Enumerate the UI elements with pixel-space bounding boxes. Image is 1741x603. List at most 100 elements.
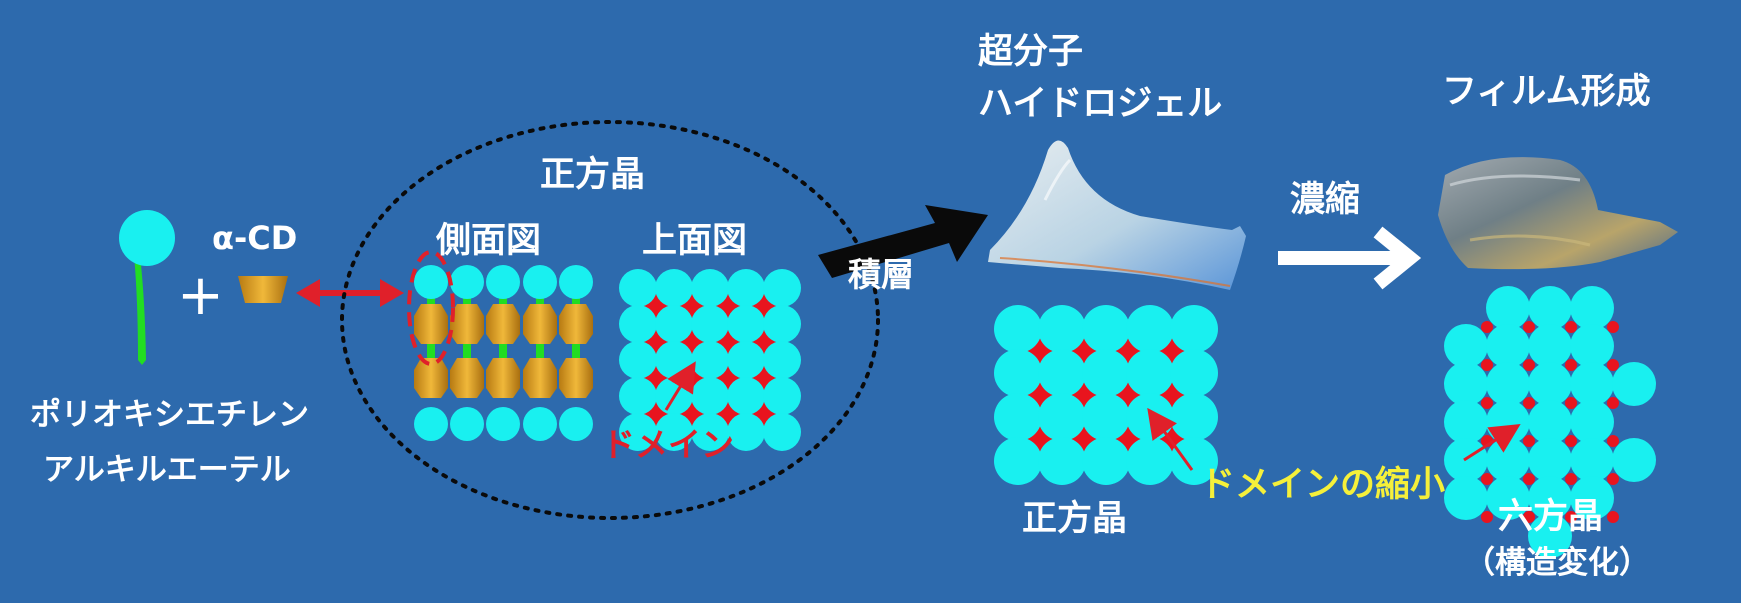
polymer-molecule-icon <box>119 210 175 365</box>
domain-dot <box>1481 359 1493 371</box>
lattice-sphere <box>994 437 1042 485</box>
domain-dot <box>1565 397 1577 409</box>
lattice-sphere <box>691 413 729 451</box>
square-crystal-dotted-circle <box>340 120 880 520</box>
side-view-column <box>486 265 520 441</box>
lattice-sphere <box>1528 400 1572 444</box>
film-formation-label: フィルム形成 <box>1442 72 1651 112</box>
lattice-sphere <box>1126 305 1174 353</box>
lattice-sphere <box>1486 324 1530 368</box>
lattice-sphere <box>1612 362 1656 406</box>
lattice-sphere <box>1486 438 1530 482</box>
cyclodextrin-ring <box>559 358 593 398</box>
domain-dot <box>1565 321 1577 333</box>
lattice-sphere <box>619 341 657 379</box>
lattice-sphere <box>619 413 657 451</box>
double-arrow-icon <box>296 279 404 307</box>
lattice-sphere <box>727 377 765 415</box>
lattice-sphere <box>1444 400 1488 444</box>
domain-dot <box>1481 511 1493 523</box>
domain-dot <box>1481 473 1493 485</box>
lattice-sphere <box>619 305 657 343</box>
concentration-arrow-icon <box>1278 226 1422 290</box>
lattice-sphere <box>1126 437 1174 485</box>
lattice-sphere <box>414 407 448 441</box>
lattice-sphere <box>1486 476 1530 520</box>
top-view-lattice <box>619 269 801 451</box>
lattice-sphere <box>727 305 765 343</box>
lattice-sphere <box>1082 437 1130 485</box>
domain-dot <box>1607 359 1619 371</box>
lattice-sphere <box>1038 393 1086 441</box>
lattice-sphere <box>1170 349 1218 397</box>
hexagonal-label-line1: 六方晶 <box>1498 497 1604 537</box>
hydrogel-label-line2: ハイドロジェル <box>978 84 1223 124</box>
lattice-sphere <box>691 341 729 379</box>
cyclodextrin-ring <box>486 358 520 398</box>
lattice-sphere <box>1444 476 1488 520</box>
lattice-sphere <box>1170 437 1218 485</box>
lattice-sphere <box>763 413 801 451</box>
lattice-sphere <box>1082 349 1130 397</box>
concentration-label: 濃縮 <box>1290 180 1361 220</box>
side-view-column <box>450 265 484 441</box>
lattice-sphere <box>1444 362 1488 406</box>
lattice-sphere <box>1570 324 1614 368</box>
lattice-sphere <box>763 377 801 415</box>
lattice-sphere <box>559 265 593 299</box>
domain-dot <box>1523 321 1535 333</box>
lattice-sphere <box>1570 362 1614 406</box>
domain-dot <box>1523 511 1535 523</box>
cyclodextrin-ring <box>414 304 448 344</box>
domain-pointer-arrow-icon <box>664 361 696 411</box>
hexagonal-label-line2: （構造変化） <box>1464 545 1650 581</box>
domain-dot <box>1565 359 1577 371</box>
hexagonal-lattice <box>1444 286 1656 558</box>
domain-dot <box>1565 473 1577 485</box>
top-view-label: 上面図 <box>642 221 748 261</box>
cyclodextrin-ring <box>450 358 484 398</box>
lattice-sphere <box>655 341 693 379</box>
lattice-sphere <box>1528 324 1572 368</box>
domain-dot <box>1565 435 1577 447</box>
domain-dot <box>1565 511 1577 523</box>
highlight-dashed-ellipse <box>407 250 455 366</box>
side-view-column <box>559 265 593 441</box>
lattice-sphere <box>691 305 729 343</box>
domain-dot <box>1523 435 1535 447</box>
cyclodextrin-ring <box>486 304 520 344</box>
domain-shrink-label: ドメインの縮小 <box>1200 465 1446 505</box>
cyclodextrin-ring <box>523 358 557 398</box>
lattice-sphere <box>1126 349 1174 397</box>
hydrogel-photo <box>988 140 1246 290</box>
lattice-sphere <box>1444 324 1488 368</box>
alpha-cd-icon <box>238 276 288 303</box>
domain-dot <box>1607 473 1619 485</box>
lattice-sphere <box>994 393 1042 441</box>
middle-square-lattice <box>994 305 1218 485</box>
domain-shrink-arrow-left-icon <box>1147 407 1194 471</box>
lattice-sphere <box>523 265 557 299</box>
lattice-sphere <box>1528 476 1572 520</box>
lattice-sphere <box>450 407 484 441</box>
lattice-sphere <box>727 341 765 379</box>
lattice-sphere <box>1570 438 1614 482</box>
stacking-arrow-icon <box>818 205 988 278</box>
lattice-sphere <box>1170 305 1218 353</box>
stacking-label: 積層 <box>848 255 914 294</box>
lattice-sphere <box>763 305 801 343</box>
domain-dot <box>1607 321 1619 333</box>
polymer-label-line1: ポリオキシエチレン <box>30 397 309 433</box>
lattice-sphere <box>414 265 448 299</box>
lattice-sphere <box>994 305 1042 353</box>
side-view-column <box>523 265 557 441</box>
plus-sign: + <box>177 263 224 328</box>
domain-dot <box>1481 321 1493 333</box>
lattice-sphere <box>994 349 1042 397</box>
lattice-sphere <box>763 341 801 379</box>
lattice-sphere <box>655 413 693 451</box>
lattice-sphere <box>655 269 693 307</box>
lattice-sphere <box>655 305 693 343</box>
alpha-cd-label: α-CD <box>212 219 298 257</box>
domain-label: ドメイン <box>602 425 734 464</box>
